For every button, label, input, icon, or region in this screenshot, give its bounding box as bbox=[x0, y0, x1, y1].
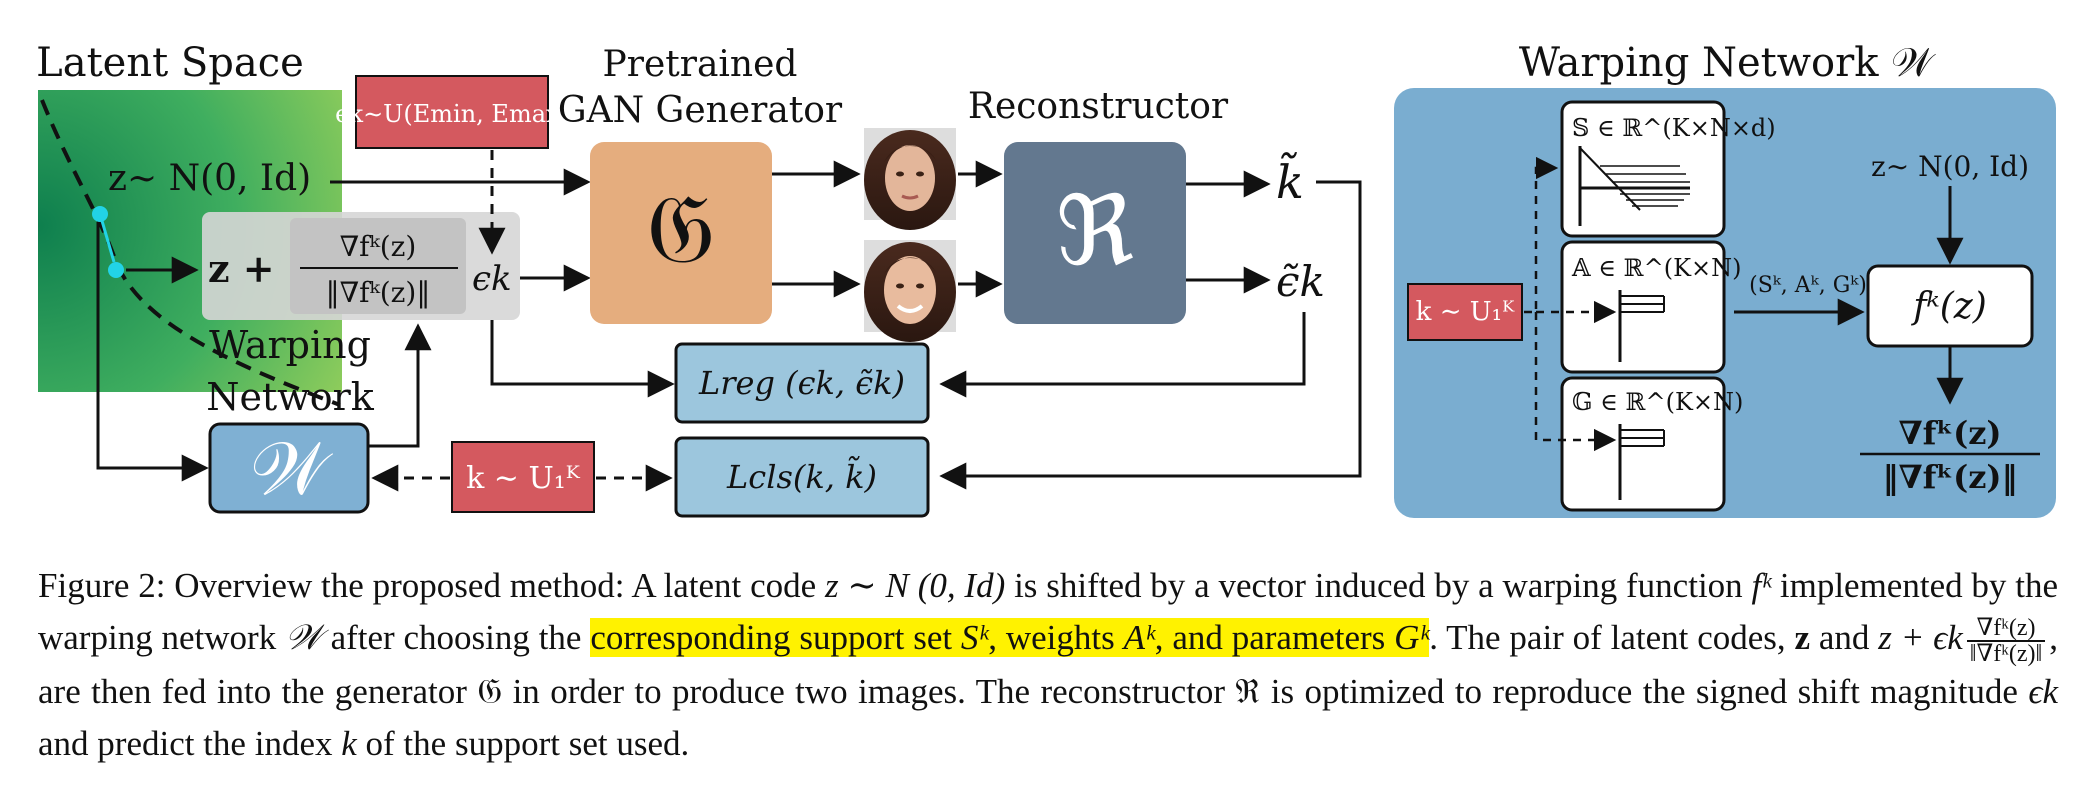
caption-text: , are then fed into the generator bbox=[38, 618, 2058, 711]
warping-network-block bbox=[208, 422, 370, 514]
latent-shift-arrow bbox=[98, 213, 116, 263]
reconstructor-title: Reconstructor bbox=[968, 86, 1229, 127]
caption-math-sk: Sᵏ bbox=[960, 618, 989, 657]
caption-text: in order to produce two images. The reco… bbox=[502, 671, 1236, 711]
panel-arrow-k-to-G bbox=[1534, 312, 1617, 452]
arrow-eps-to-reg-loss bbox=[939, 312, 1306, 398]
eps-distribution-label: ϵk∼U(Emin, Emax) bbox=[335, 100, 569, 128]
regression-loss-box bbox=[674, 342, 930, 424]
caption-highlight-text: , and parameters bbox=[1154, 618, 1395, 657]
caption-fraction-num: ∇fᵏ(z) bbox=[1966, 616, 2046, 642]
support-set-box bbox=[1560, 100, 1726, 238]
caption-fraction-den: ‖∇fᵏ(z)‖ bbox=[1969, 640, 2043, 667]
caption-text: is shifted by a vector induced by a warp… bbox=[1005, 566, 1752, 605]
generator-title-line1: Pretrained bbox=[603, 44, 798, 85]
caption-math-gk: Gᵏ bbox=[1394, 618, 1430, 657]
parameters-plot-icon bbox=[1618, 424, 1665, 500]
caption-text: and predict the index bbox=[38, 723, 342, 763]
caption-math-generator: 𝔊 bbox=[477, 671, 503, 711]
weights-box bbox=[1560, 240, 1726, 374]
caption-math-z: z bbox=[1794, 618, 1811, 657]
z-sample-label: z∼ N(0, Id) bbox=[108, 158, 311, 199]
grad-fraction-box bbox=[290, 218, 466, 314]
caption-math-k: k bbox=[341, 723, 357, 763]
caption-highlight-text: , weights bbox=[988, 618, 1124, 657]
eps-tilde-label: ϵ̃k bbox=[1276, 257, 1325, 306]
support-set-plot-icon bbox=[1578, 146, 1690, 226]
arrow-z-to-warping bbox=[96, 222, 209, 482]
support-set-label: 𝕊 ∈ ℝ^(K×N×d) bbox=[1572, 114, 1776, 142]
panel-grad-numerator: ∇fᵏ(z) bbox=[1898, 414, 2001, 452]
caption-text: after choosing the bbox=[321, 618, 591, 657]
classification-loss-label: Lcls(k, k̃) bbox=[726, 457, 877, 496]
arrow-k-to-cls-loss bbox=[939, 180, 1362, 490]
classification-loss-box bbox=[674, 436, 930, 518]
caption-highlight-text: corresponding support set bbox=[590, 618, 961, 657]
k-tilde-label: k̃ bbox=[1276, 152, 1304, 209]
generator-block bbox=[590, 142, 772, 324]
generator-title-line2: GAN Generator bbox=[558, 90, 843, 131]
k-uniform-label: k ∼ U₁ᴷ bbox=[466, 461, 581, 496]
shifted-code-prefix: z + bbox=[208, 246, 275, 291]
caption-text: and bbox=[1810, 618, 1879, 657]
caption-math-shift: z + ϵk bbox=[1878, 618, 1963, 657]
panel-k-uniform-box bbox=[1407, 283, 1523, 341]
generator-symbol: 𝔊 bbox=[647, 173, 715, 285]
caption-text: Figure 2: Overview the proposed method: … bbox=[38, 566, 825, 605]
latent-point-shifted bbox=[108, 262, 124, 278]
parameters-box bbox=[1560, 376, 1726, 512]
reconstructor-block bbox=[1004, 142, 1186, 324]
caption-math-fk: fᵏ bbox=[1751, 566, 1772, 605]
caption-math-reconstructor: ℜ bbox=[1235, 671, 1261, 711]
eps-distribution-box bbox=[355, 75, 549, 149]
warping-network-symbol: 𝒲 bbox=[250, 426, 333, 512]
warping-label-line1: Warping bbox=[209, 323, 371, 367]
weights-label: 𝔸 ∈ ℝ^(K×N) bbox=[1571, 254, 1741, 282]
reconstructor-symbol: ℜ bbox=[1056, 175, 1134, 287]
caption-text: . The pair of latent codes, bbox=[1429, 618, 1795, 657]
weights-plot-icon bbox=[1618, 290, 1665, 362]
caption-math-ak: Aᵏ bbox=[1123, 618, 1155, 657]
regression-loss-label: Lreg (ϵk, ϵ̃k) bbox=[698, 364, 905, 402]
caption-text: implemented by the warping network bbox=[38, 566, 2058, 657]
panel-f-label: fᵏ(z) bbox=[1910, 286, 1987, 327]
method-diagram: Latent Space z∼ N(0, Id) z + ∇fᵏ(z) ‖∇fᵏ… bbox=[36, 40, 2056, 518]
panel-title: Warping Network 𝒲 bbox=[1519, 40, 1936, 86]
k-uniform-box bbox=[451, 441, 595, 513]
arrow-warping-to-shift bbox=[368, 323, 432, 448]
caption-math-w: 𝒲 bbox=[285, 618, 322, 657]
parameters-label: 𝔾 ∈ ℝ^(K×N) bbox=[1572, 388, 1743, 416]
caption-highlight: corresponding support set Sᵏ, weights Aᵏ… bbox=[590, 618, 1430, 657]
generated-image-shifted bbox=[864, 240, 956, 342]
warping-label-line2: Network bbox=[206, 375, 375, 419]
caption-text: of the support set used. bbox=[356, 723, 690, 763]
generated-image-original bbox=[864, 128, 956, 230]
panel-z-sample-label: z∼ N(0, Id) bbox=[1871, 150, 2029, 183]
arrow-eps-to-reg-loss-left bbox=[490, 320, 675, 398]
grad-denominator: ‖∇fᵏ(z)‖ bbox=[326, 276, 431, 309]
panel-k-uniform-label: k ∼ U₁ᴷ bbox=[1416, 297, 1515, 327]
panel-triplet-label: (Sᵏ, Aᵏ, Gᵏ) bbox=[1749, 273, 1867, 298]
figure-caption: Figure 2: Overview the proposed method: … bbox=[38, 560, 2058, 770]
grad-numerator: ∇fᵏ(z) bbox=[340, 230, 417, 263]
latent-space-title: Latent Space bbox=[36, 40, 304, 86]
caption-math-eps: ϵk bbox=[2028, 671, 2058, 711]
caption-text: is optimized to reproduce the signed shi… bbox=[1260, 671, 2029, 711]
caption-math-latent: z ∼ N (0, Id) bbox=[824, 566, 1006, 605]
panel-grad-denominator: ‖∇fᵏ(z)‖ bbox=[1882, 458, 2017, 496]
panel-arrow-k-to-S bbox=[1524, 156, 1559, 314]
eps-k-label: ϵk bbox=[472, 259, 512, 299]
caption-fraction: ∇fᵏ(z)‖∇fᵏ(z)‖ bbox=[1966, 616, 2046, 667]
